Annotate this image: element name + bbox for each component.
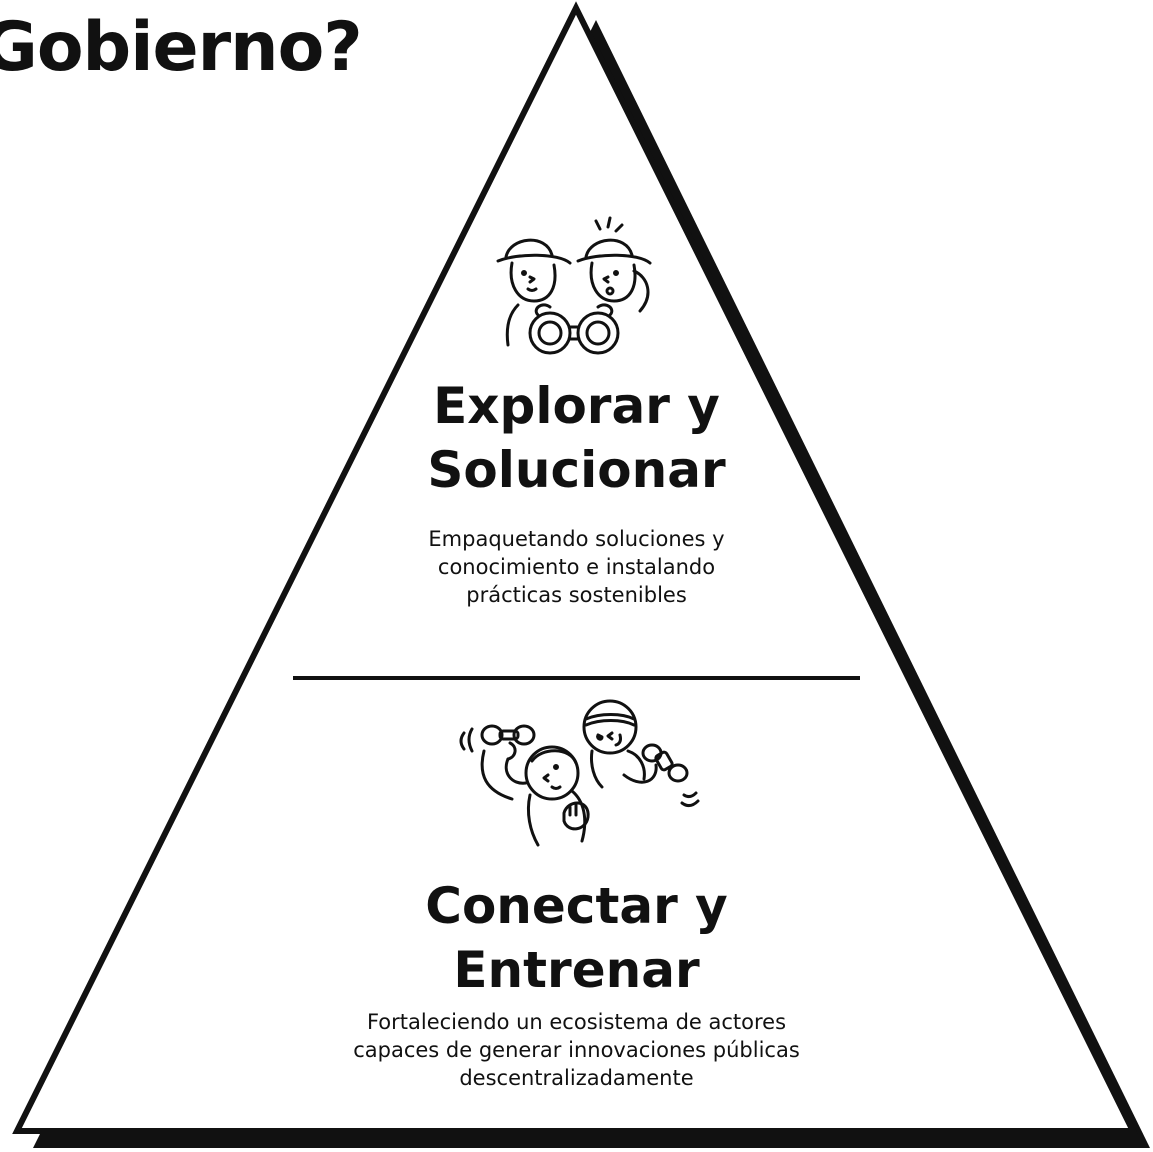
tier-title-line: Explorar y (433, 377, 720, 435)
tier-description-explorar: Empaquetando soluciones y conocimiento e… (0, 525, 1153, 609)
tier-desc-line: capaces de generar innovaciones públicas (353, 1038, 800, 1062)
page-heading: Gobierno? (0, 8, 363, 87)
tier-title-line: Entrenar (453, 941, 700, 999)
people-exercising-dumbbells-icon (459, 699, 700, 847)
tier-desc-line: Empaquetando soluciones y (428, 527, 725, 551)
explorers-binoculars-icon (496, 216, 652, 355)
tier-desc-line: conocimiento e instalando (437, 555, 716, 579)
tier-title-explorar: Explorar y (0, 374, 1153, 438)
pyramid-outline (12, 1, 1138, 1134)
tier-title-conectar: Conectar y (0, 874, 1153, 938)
tier-title-line: Solucionar (427, 441, 726, 499)
tier-title-line: Conectar y (425, 877, 728, 935)
tier-title-entrenar: Entrenar (0, 938, 1153, 1002)
tier-desc-line: Fortaleciendo un ecosistema de actores (366, 1010, 787, 1034)
tier-desc-line: prácticas sostenibles (466, 583, 687, 607)
tier-desc-line: descentralizadamente (459, 1066, 694, 1090)
tier-description-conectar: Fortaleciendo un ecosistema de actores c… (0, 1008, 1153, 1092)
tier-title-solucionar: Solucionar (0, 438, 1153, 502)
